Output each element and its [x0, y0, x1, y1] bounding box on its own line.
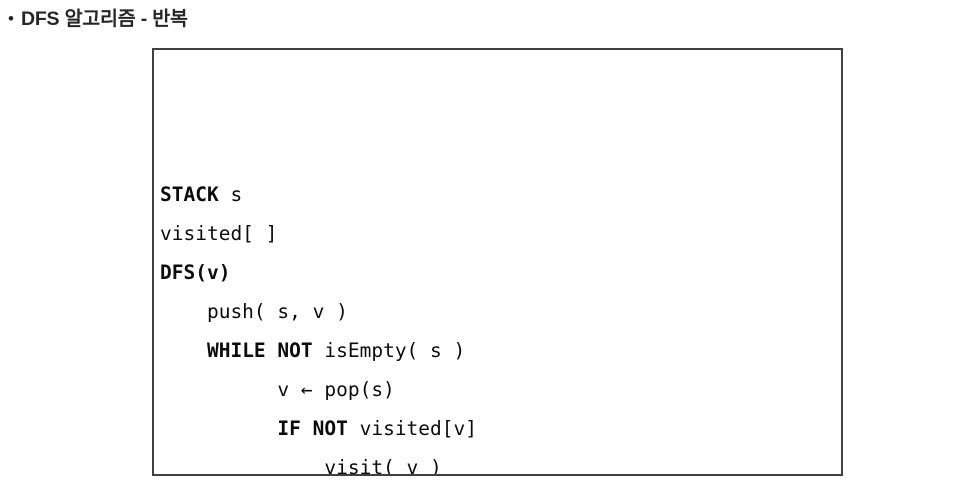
- code-text: visited[ ]: [160, 222, 278, 245]
- code-text: [160, 417, 277, 440]
- pseudocode-listing: STACK s visited[ ] DFS(v) push( s, v ) WHI…: [160, 58, 841, 476]
- bullet-icon: •: [8, 9, 14, 28]
- code-text: [160, 339, 207, 362]
- code-keyword: DFS(v): [160, 261, 231, 284]
- code-text: isEmpty( s ): [312, 339, 466, 362]
- code-text: push( s, v ): [160, 300, 348, 323]
- code-line: IF NOT visited[v]: [160, 409, 841, 448]
- code-text: visited[v]: [347, 417, 477, 440]
- code-keyword: IF NOT: [277, 417, 348, 440]
- code-line: STACK s: [160, 175, 841, 214]
- code-line: DFS(v): [160, 253, 841, 292]
- code-line: push( s, v ): [160, 292, 841, 331]
- page-title: • DFS 알고리즘 - 반복: [8, 6, 188, 32]
- code-text: v ← pop(s): [160, 378, 395, 401]
- code-line: visited[ ]: [160, 214, 841, 253]
- code-keyword: STACK: [160, 183, 219, 206]
- code-line: WHILE NOT isEmpty( s ): [160, 331, 841, 370]
- pseudocode-box: STACK s visited[ ] DFS(v) push( s, v ) WHI…: [152, 48, 843, 476]
- code-line: visit( v ): [160, 448, 841, 476]
- code-text: s: [218, 183, 243, 206]
- page-title-text: DFS 알고리즘 - 반복: [20, 8, 188, 30]
- code-keyword: WHILE NOT: [206, 339, 313, 362]
- code-line: v ← pop(s): [160, 370, 841, 409]
- code-text: visit( v ): [160, 456, 442, 476]
